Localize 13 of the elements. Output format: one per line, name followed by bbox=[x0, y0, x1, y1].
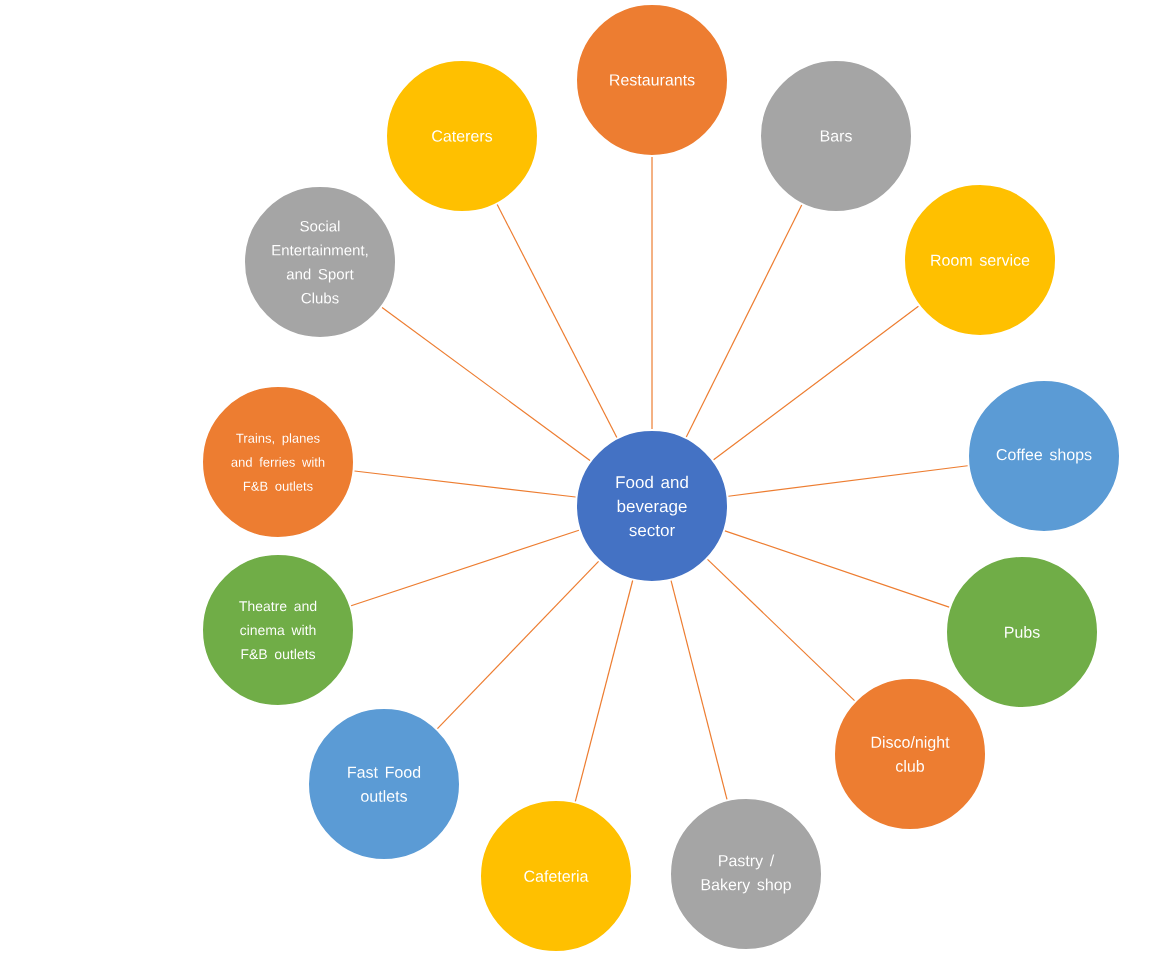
connector-line bbox=[350, 529, 580, 607]
connector-line bbox=[713, 305, 919, 461]
connector-line bbox=[496, 203, 618, 439]
connector-line bbox=[670, 580, 728, 800]
connector-line bbox=[685, 204, 803, 438]
connector-line bbox=[574, 579, 634, 803]
connector-line bbox=[436, 560, 600, 730]
connector-line bbox=[727, 465, 969, 497]
connector-line bbox=[381, 307, 591, 461]
connector-line bbox=[706, 558, 856, 702]
connector-line bbox=[724, 530, 950, 608]
connector-line bbox=[353, 470, 577, 498]
connector-line bbox=[651, 156, 653, 430]
